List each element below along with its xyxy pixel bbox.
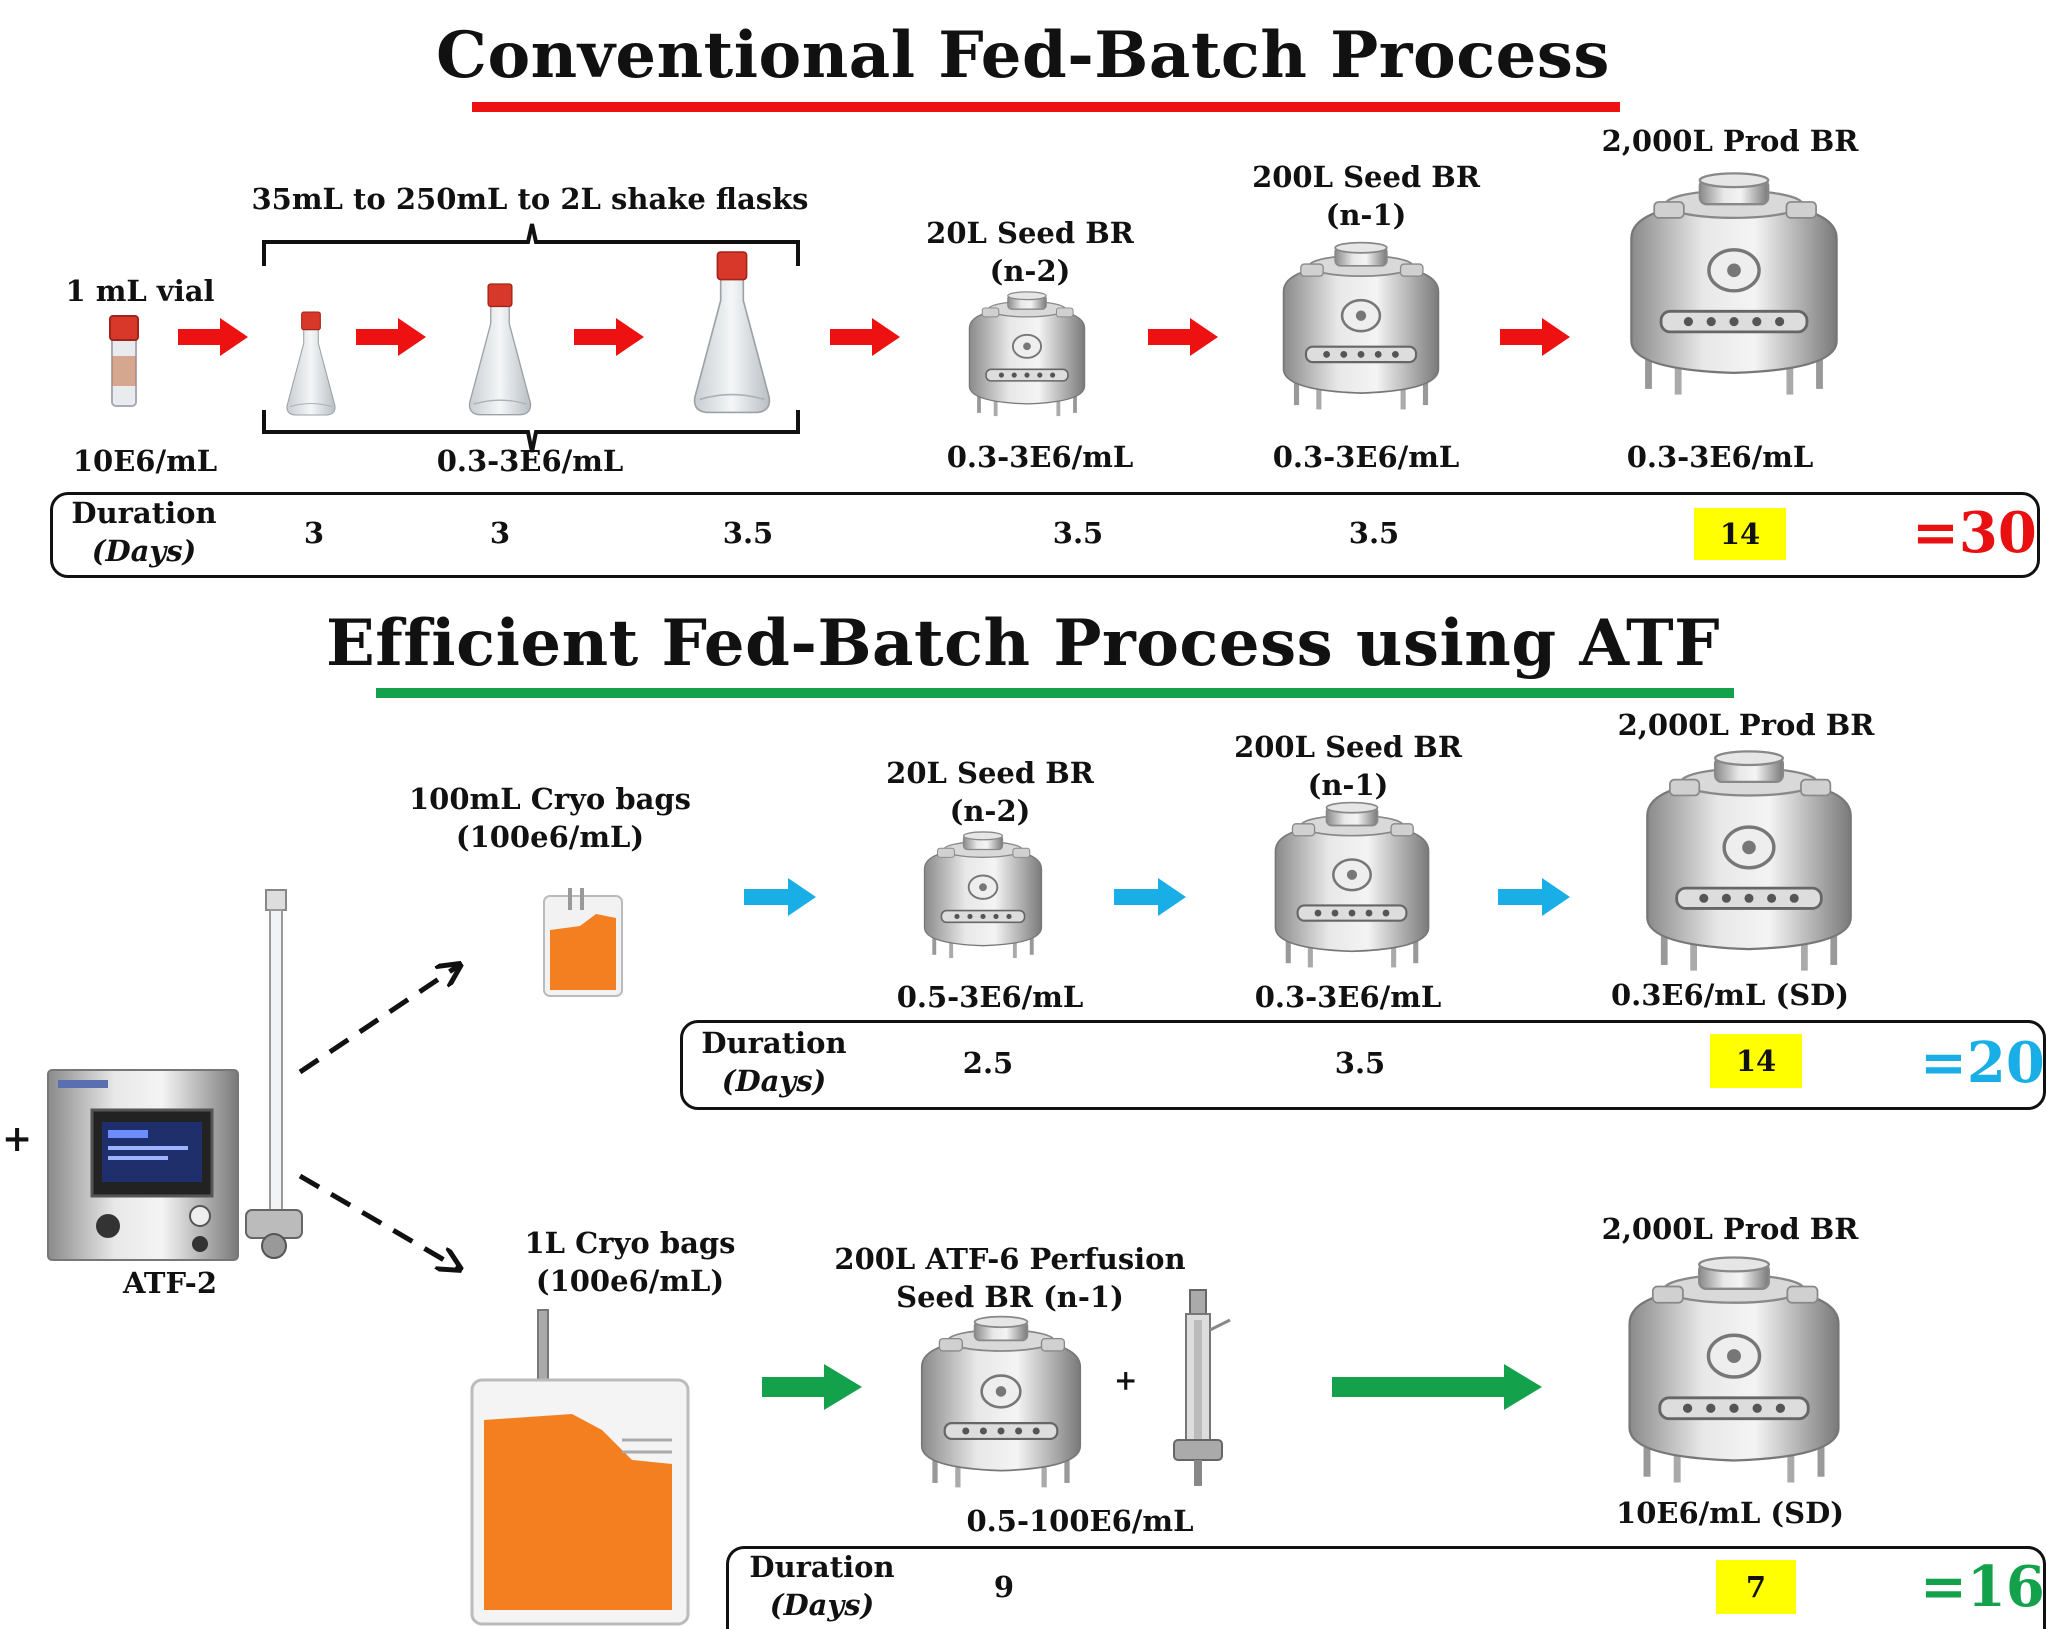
upper-highlight-prod: 14 (1710, 1034, 1802, 1088)
flasks-label: 35mL to 250mL to 2L shake flasks (251, 182, 809, 216)
large-cryo-bag-icon (470, 1309, 690, 1626)
flask-large-icon (693, 251, 771, 414)
atf6-device-icon (1173, 1289, 1231, 1486)
arrow-red-5 (1148, 318, 1218, 356)
conventional-duration-4: 3.5 (1052, 516, 1104, 550)
upper-duration-1: 2.5 (962, 1046, 1014, 1080)
upper-seed200-sub: (n-1) (1307, 768, 1389, 802)
small-cryo-bag-icon (543, 888, 623, 997)
efficient-title-underline (376, 688, 1734, 698)
upper-seed20-label: 20L Seed BR (886, 756, 1094, 790)
seed20-bioreactor-icon (968, 290, 1086, 418)
upper-cryo-sub: (100e6/mL) (455, 820, 645, 854)
seed200-sub: (n-1) (1325, 198, 1407, 232)
dashed-arrow-upper (298, 950, 490, 1075)
arrow-green-1 (762, 1364, 862, 1410)
lower-duration-box (726, 1546, 2046, 1629)
conventional-total: =30 (1912, 500, 2037, 566)
upper-seed20-conc: 0.5-3E6/mL (896, 980, 1084, 1014)
conventional-duration-3: 3.5 (722, 516, 774, 550)
arrow-red-2 (356, 318, 426, 356)
seed20-sub: (n-2) (989, 254, 1071, 288)
atf2-label: ATF-2 (123, 1266, 217, 1300)
conventional-duration-label: Duration (Days) (71, 496, 217, 568)
upper-prod-label: 2,000L Prod BR (1617, 708, 1875, 742)
efficient-title: Efficient Fed-Batch Process using ATF (325, 606, 1721, 681)
atf2-device-icon (47, 889, 303, 1261)
vial-label: 1 mL vial (65, 274, 215, 308)
flask-brace-top (262, 223, 800, 266)
lower-prod-conc: 10E6/mL (SD) (1616, 1496, 1844, 1530)
seed200-bioreactor-icon (1282, 241, 1440, 411)
flask-medium-icon (468, 283, 532, 416)
upper-duration-label: Duration (Days) (701, 1026, 847, 1098)
upper-seed200-bioreactor-icon (1274, 801, 1430, 969)
arrow-red-1 (178, 318, 248, 356)
efficient-plus: + (2, 1118, 33, 1160)
seed20-conc: 0.3-3E6/mL (946, 440, 1134, 474)
lower-duration-1: 9 (993, 1570, 1015, 1604)
upper-seed20-sub: (n-2) (949, 794, 1031, 828)
lower-seed-conc: 0.5-100E6/mL (966, 1504, 1194, 1538)
conventional-duration-1: 3 (303, 516, 325, 550)
upper-prod-conc: 0.3E6/mL (SD) (1610, 978, 1850, 1012)
lower-seed-plus: + (1114, 1364, 1138, 1397)
arrow-blue-2 (1114, 878, 1186, 916)
prod-label: 2,000L Prod BR (1601, 124, 1859, 158)
flask-conc: 0.3-3E6/mL (436, 444, 624, 478)
conventional-duration-5: 3.5 (1348, 516, 1400, 550)
lower-duration-label: Duration (Days) (749, 1550, 895, 1622)
upper-duration-box (680, 1020, 2046, 1110)
dashed-arrow-lower (298, 1173, 490, 1284)
lower-prod-bioreactor-icon (1627, 1255, 1841, 1485)
lower-seed-label: 200L ATF-6 Perfusion (834, 1242, 1186, 1276)
lower-seed-sub: Seed BR (n-1) (896, 1280, 1124, 1314)
arrow-blue-3 (1498, 878, 1570, 916)
arrow-green-2 (1332, 1364, 1542, 1410)
lower-seed-bioreactor-icon (920, 1315, 1082, 1489)
conventional-duration-box (50, 492, 2040, 578)
lower-highlight-prod: 7 (1716, 1560, 1796, 1614)
vial-conc: 10E6/mL (72, 444, 218, 478)
lower-prod-label: 2,000L Prod BR (1601, 1212, 1859, 1246)
lower-total: =16 (1920, 1554, 2045, 1620)
arrow-red-3 (574, 318, 644, 356)
conventional-highlight-prod: 14 (1694, 508, 1786, 560)
upper-duration-2: 3.5 (1334, 1046, 1386, 1080)
seed20-label: 20L Seed BR (926, 216, 1134, 250)
prod-bioreactor-icon (1629, 171, 1839, 397)
seed200-conc: 0.3-3E6/mL (1272, 440, 1460, 474)
seed200-label: 200L Seed BR (1252, 160, 1480, 194)
upper-seed200-label: 200L Seed BR (1234, 730, 1462, 764)
upper-total: =20 (1920, 1030, 2045, 1096)
vial-icon (109, 315, 139, 407)
upper-cryo-label: 100mL Cryo bags (408, 782, 692, 816)
conventional-title-underline (472, 102, 1620, 112)
upper-seed200-conc: 0.3-3E6/mL (1254, 980, 1442, 1014)
flask-small-icon (286, 311, 336, 416)
conventional-title: Conventional Fed-Batch Process (436, 18, 1610, 93)
arrow-red-6 (1500, 318, 1570, 356)
arrow-red-4 (830, 318, 900, 356)
prod-conc: 0.3-3E6/mL (1626, 440, 1814, 474)
upper-seed20-bioreactor-icon (923, 830, 1043, 960)
conventional-duration-2: 3 (489, 516, 511, 550)
lower-cryo-sub: (100e6/mL) (535, 1264, 725, 1298)
arrow-blue-1 (744, 878, 816, 916)
lower-cryo-label: 1L Cryo bags (524, 1226, 736, 1260)
flask-brace-bottom (262, 410, 800, 453)
upper-prod-bioreactor-icon (1645, 749, 1853, 973)
